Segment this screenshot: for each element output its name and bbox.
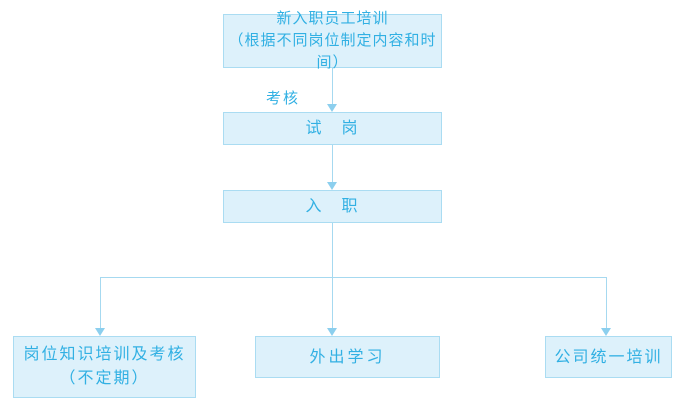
connector-trial-to-onboarding — [332, 145, 333, 183]
connector-branch-horizontal — [100, 277, 607, 278]
arrowhead-training-to-trial — [327, 104, 337, 112]
edge-label-assessment: 考核 — [266, 90, 301, 107]
node-company-unified-training-label: 公司统一培训 — [554, 348, 663, 366]
node-outside-learning: 外出学习 — [255, 336, 440, 378]
arrowhead-branch-middle — [327, 328, 337, 336]
node-position-knowledge-training: 岗位知识培训及考核 （不定期） — [13, 336, 196, 398]
node-new-employee-training-line2: （根据不同岗位制定内容和时间） — [228, 32, 437, 71]
node-new-employee-training-line1: 新入职员工培训 — [276, 10, 389, 27]
node-position-knowledge-training-line2: （不定期） — [59, 370, 150, 387]
arrowhead-branch-left — [95, 328, 105, 336]
node-trial-position: 试 岗 — [223, 112, 442, 145]
connector-branch-right — [606, 277, 607, 328]
node-outside-learning-label: 外出学习 — [309, 348, 386, 366]
arrowhead-trial-to-onboarding — [327, 182, 337, 190]
connector-training-to-trial — [332, 68, 333, 105]
node-new-employee-training: 新入职员工培训 （根据不同岗位制定内容和时间） — [223, 10, 442, 71]
node-position-knowledge-training-line1: 岗位知识培训及考核 — [23, 346, 186, 363]
connector-branch-left — [100, 277, 101, 328]
arrowhead-branch-right — [601, 328, 611, 336]
connector-onboarding-stem — [332, 223, 333, 277]
connector-branch-middle — [332, 277, 333, 328]
node-trial-position-label: 试 岗 — [305, 120, 360, 137]
node-company-unified-training: 公司统一培训 — [545, 336, 672, 378]
node-onboarding-label: 入 职 — [305, 198, 360, 215]
node-onboarding: 入 职 — [223, 190, 442, 223]
